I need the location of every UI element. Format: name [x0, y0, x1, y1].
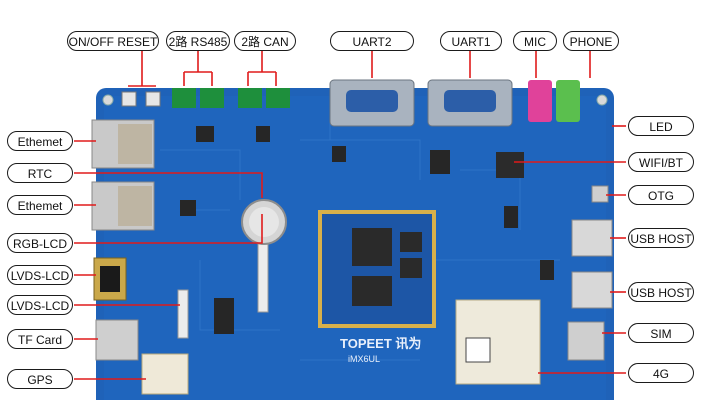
label-4g: 4G — [628, 363, 694, 383]
misc-ics — [180, 126, 554, 334]
leader-lines — [74, 51, 626, 380]
label-lvds-lcd-2: LVDS-LCD — [7, 295, 73, 315]
phone-jack — [556, 80, 580, 122]
label-uart2: UART2 — [330, 31, 414, 51]
board-brand-text: TOPEET 讯为 — [340, 336, 421, 351]
label-ethernet-1: Ethemet — [7, 131, 73, 151]
label-onoff-reset: ON/OFF RESET — [67, 31, 159, 51]
usb-host-port-2 — [571, 271, 613, 309]
gps-module — [141, 353, 189, 395]
otg-port — [591, 185, 609, 203]
label-can: 2路 CAN — [234, 31, 296, 51]
label-rs485: 2路 RS485 — [166, 31, 230, 51]
label-otg: OTG — [628, 185, 694, 205]
board-model-text: iMX6UL — [348, 354, 380, 364]
mic-jack — [528, 80, 552, 122]
label-usb-host-2: USB HOST — [628, 282, 694, 302]
onoff-button — [121, 91, 137, 107]
usb-host-port-1 — [571, 219, 613, 257]
rs485-terminals — [172, 88, 224, 108]
label-phone: PHONE — [563, 31, 619, 51]
label-gps: GPS — [7, 369, 73, 389]
cpu-chip — [352, 228, 392, 266]
label-rtc: RTC — [7, 163, 73, 183]
label-lvds-lcd-1: LVDS-LCD — [7, 265, 73, 285]
reset-button — [145, 91, 161, 107]
label-rgb-lcd: RGB-LCD — [7, 233, 73, 253]
label-usb-host-1: USB HOST — [628, 228, 694, 248]
label-ethernet-2: Ethemet — [7, 195, 73, 215]
wifi-bt-module — [496, 152, 524, 178]
tf-card-slot — [95, 319, 139, 361]
mount-hole — [596, 94, 608, 106]
label-led: LED — [628, 116, 694, 136]
label-uart1: UART1 — [440, 31, 502, 51]
label-sim: SIM — [628, 323, 694, 343]
mount-hole — [102, 94, 114, 106]
label-mic: MIC — [513, 31, 557, 51]
label-wifi-bt: WIFI/BT — [628, 152, 694, 172]
lvds-fpc — [177, 289, 189, 339]
can-terminals — [238, 88, 290, 108]
lvds-connector-large — [93, 257, 127, 301]
sim-slot — [567, 321, 605, 361]
label-tf-card: TF Card — [7, 329, 73, 349]
